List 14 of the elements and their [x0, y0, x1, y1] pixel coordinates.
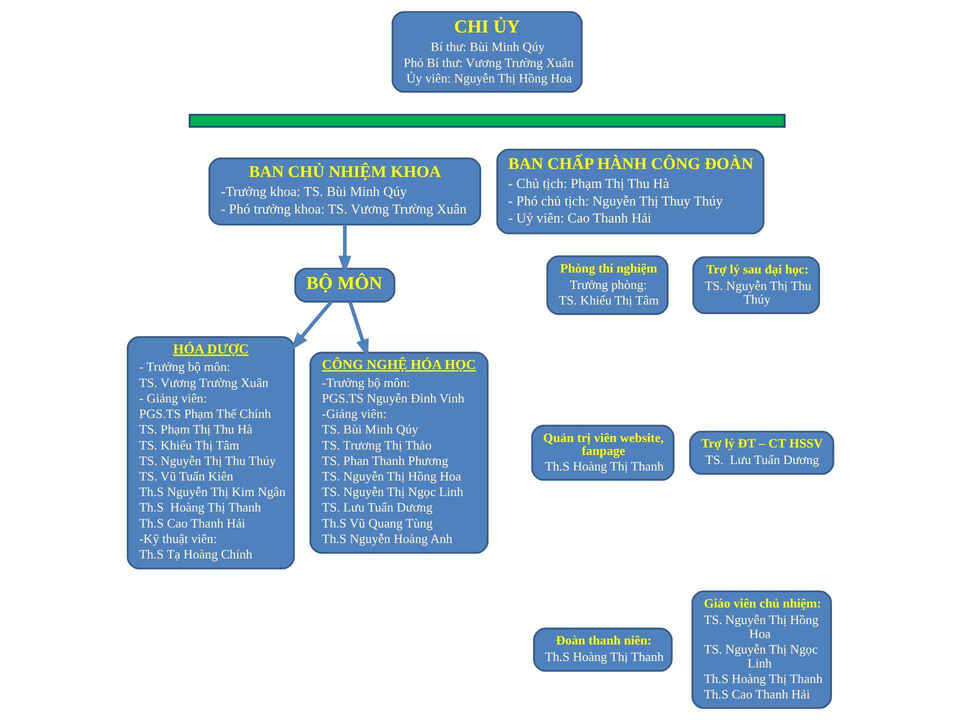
arrow	[290, 300, 332, 351]
node-box: Đoàn thanh niên: Th.S Hoàng Thị Thanh	[532, 628, 672, 672]
node-box: Giáo viên chủ nhiệm: TS. Nguyễn Thị Hồng Hoa TS. Nguyễn Thị Ngọc Linh Th.S Hoàng Thị Thanh Th.S Cao Thanh Hải	[690, 590, 832, 709]
node-box: Trợ lý ĐT – CT HSSV TS. Lưu Tuấn Dương	[688, 430, 834, 475]
node-box: HÓA DƯỢC - Trưởng bộ môn: TS. Vương Trường Xuân - Giảng viên: PGS.TS Phạm Thế Chính TS. Phạm Thị Thu Hà TS. Khiểu Thị Tâm TS. Nguyễn Thị Thu Thúy TS. Vũ Tuấn Kiên Th.S Nguyễn Thị Kim Ngân Th.S Hoàng Thị Thanh Th.S Cao Thanh Hải -Kỹ thuật viên: Th.S Tạ Hoàng Chính	[126, 336, 294, 570]
node-box: CÔNG NGHỆ HÓA HỌC -Trưởng bộ môn: PGS.TS Nguyễn Đình Vinh -Giảng viên: TS. Bùi Minh Qúy TS. Trương Thị Thảo TS. Phan Thanh Phương TS. Nguyễn Thị Hồng Hoa TS. Nguyễn Thị Ngọc Linh TS. Lưu Tuấn Dương Th.S Vũ Quang Tùng Th.S Nguyễn Hoàng Anh	[308, 352, 488, 554]
node-box: CHI ỦY Bí thư: Bùi Minh Qúy Phó Bí thư: Vương Trường Xuân Ủy viên: Nguyễn Thị Hồng Hoa	[391, 11, 582, 93]
node-box: BAN CHẤP HÀNH CÔNG ĐOÀN - Chủ tịch: Phạm Thị Thu Hà - Phó chủ tịch: Nguyễn Thị Thuy Thúy - Uỷ viên: Cao Thanh Hải	[496, 148, 764, 234]
node-box: Quản trị viên website, fanpage Th.S Hoàng Thị Thanh	[530, 424, 674, 481]
node-box: BỘ MÔN	[294, 268, 395, 303]
node-box: Phòng thí nghiệm Trưởng phòng: TS. Khiểu Thị Tâm	[546, 255, 668, 315]
node-box: BAN CHỦ NHIỆM KHOA -Trưởng khoa: TS. Bùi Minh Qúy - Phó trưởng khoa: TS. Vương Trường Xuân	[208, 158, 481, 226]
node-box: Trợ lý sau đại học: TS. Nguyễn Thị Thu Thúy	[692, 256, 820, 314]
node-bar	[188, 114, 786, 128]
